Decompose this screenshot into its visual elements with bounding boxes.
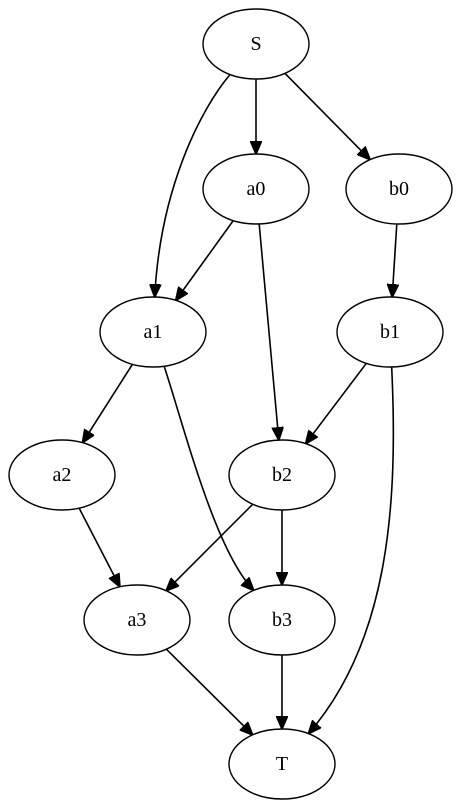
edge-b1-to-T (308, 366, 395, 734)
edge-a3-to-T (165, 648, 252, 735)
node-ellipse-a0 (202, 153, 310, 225)
node-ellipse-S (202, 8, 310, 80)
node-label-a0: a0 (247, 178, 266, 200)
edge-a1-to-a2 (83, 363, 134, 442)
node-a1: a1 (99, 296, 207, 368)
node-ellipse-a3 (83, 584, 191, 656)
node-ellipse-b0 (345, 153, 453, 225)
edge-a0-to-a1 (176, 220, 234, 301)
node-ellipse-a2 (8, 439, 116, 511)
edges-layer (78, 72, 397, 735)
node-label-b0: b0 (389, 178, 409, 200)
edge-a0-to-b2 (258, 223, 279, 440)
node-T: T (228, 728, 336, 800)
node-a3: a3 (83, 584, 191, 656)
node-ellipse-b3 (228, 584, 336, 656)
edge-b1-to-b2 (306, 362, 367, 443)
node-ellipse-T (228, 728, 336, 800)
node-b2: b2 (228, 439, 336, 511)
node-label-b1: b1 (380, 321, 400, 343)
edge-a2-to-a3 (78, 507, 120, 587)
nodes-layer: Sa0 b0 a1 b1 a2 b2 a3 b3T (8, 8, 453, 800)
node-S: S (202, 8, 310, 80)
node-b1: b1 (336, 296, 444, 368)
node-b0: b0 (345, 153, 453, 225)
node-ellipse-b1 (336, 296, 444, 368)
node-label-b2: b2 (272, 464, 292, 486)
node-label-b3: b3 (272, 609, 292, 631)
node-a2: a2 (8, 439, 116, 511)
edge-b2-to-a3 (166, 503, 254, 591)
edge-S-to-a1 (155, 74, 231, 297)
node-ellipse-b2 (228, 439, 336, 511)
edge-b0-to-b1 (392, 223, 397, 297)
edge-a1-to-b3 (163, 365, 254, 590)
node-b3: b3 (228, 584, 336, 656)
node-label-a1: a1 (144, 321, 163, 343)
node-label-S: S (250, 33, 261, 55)
node-label-a3: a3 (128, 609, 147, 631)
node-a0: a0 (202, 153, 310, 225)
node-label-T: T (276, 753, 288, 775)
node-ellipse-a1 (99, 296, 207, 368)
node-label-a2: a2 (53, 464, 72, 486)
edge-S-to-b0 (284, 72, 370, 159)
